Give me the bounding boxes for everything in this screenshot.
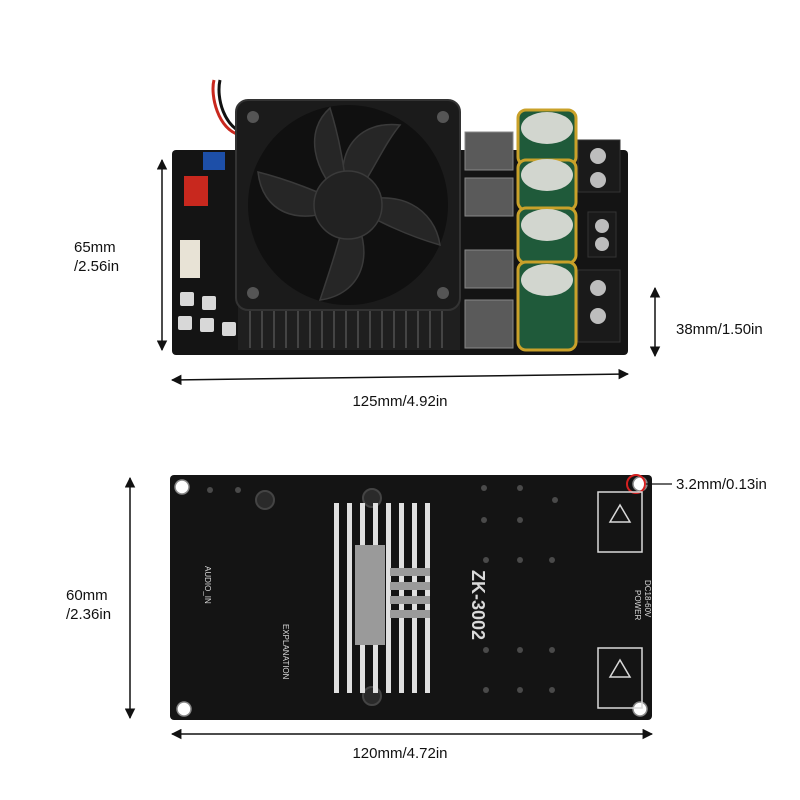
model-silkscreen: ZK-3002 [468,570,488,640]
bottom-height-mm: 60mm [66,587,108,604]
dc-voltage-silkscreen: DC18-60V [643,580,652,618]
amplifier-board-top-view [172,79,628,355]
audio-in-silkscreen: AUDIO_IN [203,566,212,604]
bottom-height-label: 60mm /2.36in [66,586,111,624]
top-component-height-label: 38mm/1.50in [676,321,763,338]
hole-diameter-label: 3.2mm/0.13in [676,476,767,493]
bottom-width-label: 120mm/4.72in [352,745,448,762]
top-width-arrow [170,368,630,386]
terminal-blocks [577,139,621,343]
bottom-height-in: /2.36in [66,606,112,623]
power-silkscreen: POWER [633,590,642,620]
top-height-label: 65mm /2.56in [74,238,119,276]
capacitors [516,108,578,352]
amplifier-board-bottom-view: ZK-3002 EXPLANATION AUDIO_IN POWER DC18-… [170,474,652,720]
top-width-label: 125mm/4.92in [352,393,448,410]
cooling-fan [235,99,461,311]
top-height-mm: 65mm [74,239,116,256]
explanation-silkscreen: EXPLANATION [281,624,290,680]
top-height-in: /2.56in [74,258,120,275]
